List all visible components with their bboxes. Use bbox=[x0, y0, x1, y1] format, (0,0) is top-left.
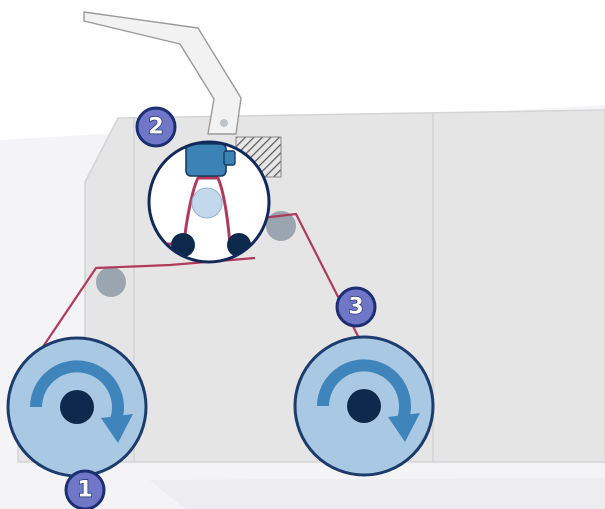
platen-roller bbox=[191, 187, 223, 219]
badge-rewind: 3 bbox=[335, 286, 377, 328]
print-head-icon bbox=[185, 143, 236, 177]
sensor-arm-pivot bbox=[220, 119, 228, 127]
unwind-roll bbox=[6, 336, 148, 478]
guide-roller-left bbox=[96, 267, 126, 297]
rewind-roll-hub bbox=[347, 389, 381, 423]
guide-roller-right bbox=[266, 211, 296, 241]
print-station-zoom bbox=[147, 140, 271, 264]
background-floor-shape bbox=[150, 478, 605, 509]
rewind-roll bbox=[293, 335, 435, 477]
pinch-roller-left bbox=[171, 233, 195, 257]
rotation-arrow-icon bbox=[317, 359, 420, 442]
badge-label-1: 1 bbox=[77, 478, 92, 503]
badge-unwind: 1 bbox=[64, 469, 106, 509]
badge-label-3: 3 bbox=[348, 295, 363, 320]
badge-print-station: 2 bbox=[135, 106, 177, 148]
sensor-arm bbox=[83, 11, 242, 135]
unwind-roll-hub bbox=[60, 390, 94, 424]
badge-label-2: 2 bbox=[148, 115, 163, 140]
rotation-arrow-icon bbox=[30, 360, 133, 443]
zoom-web-loop bbox=[150, 176, 269, 246]
